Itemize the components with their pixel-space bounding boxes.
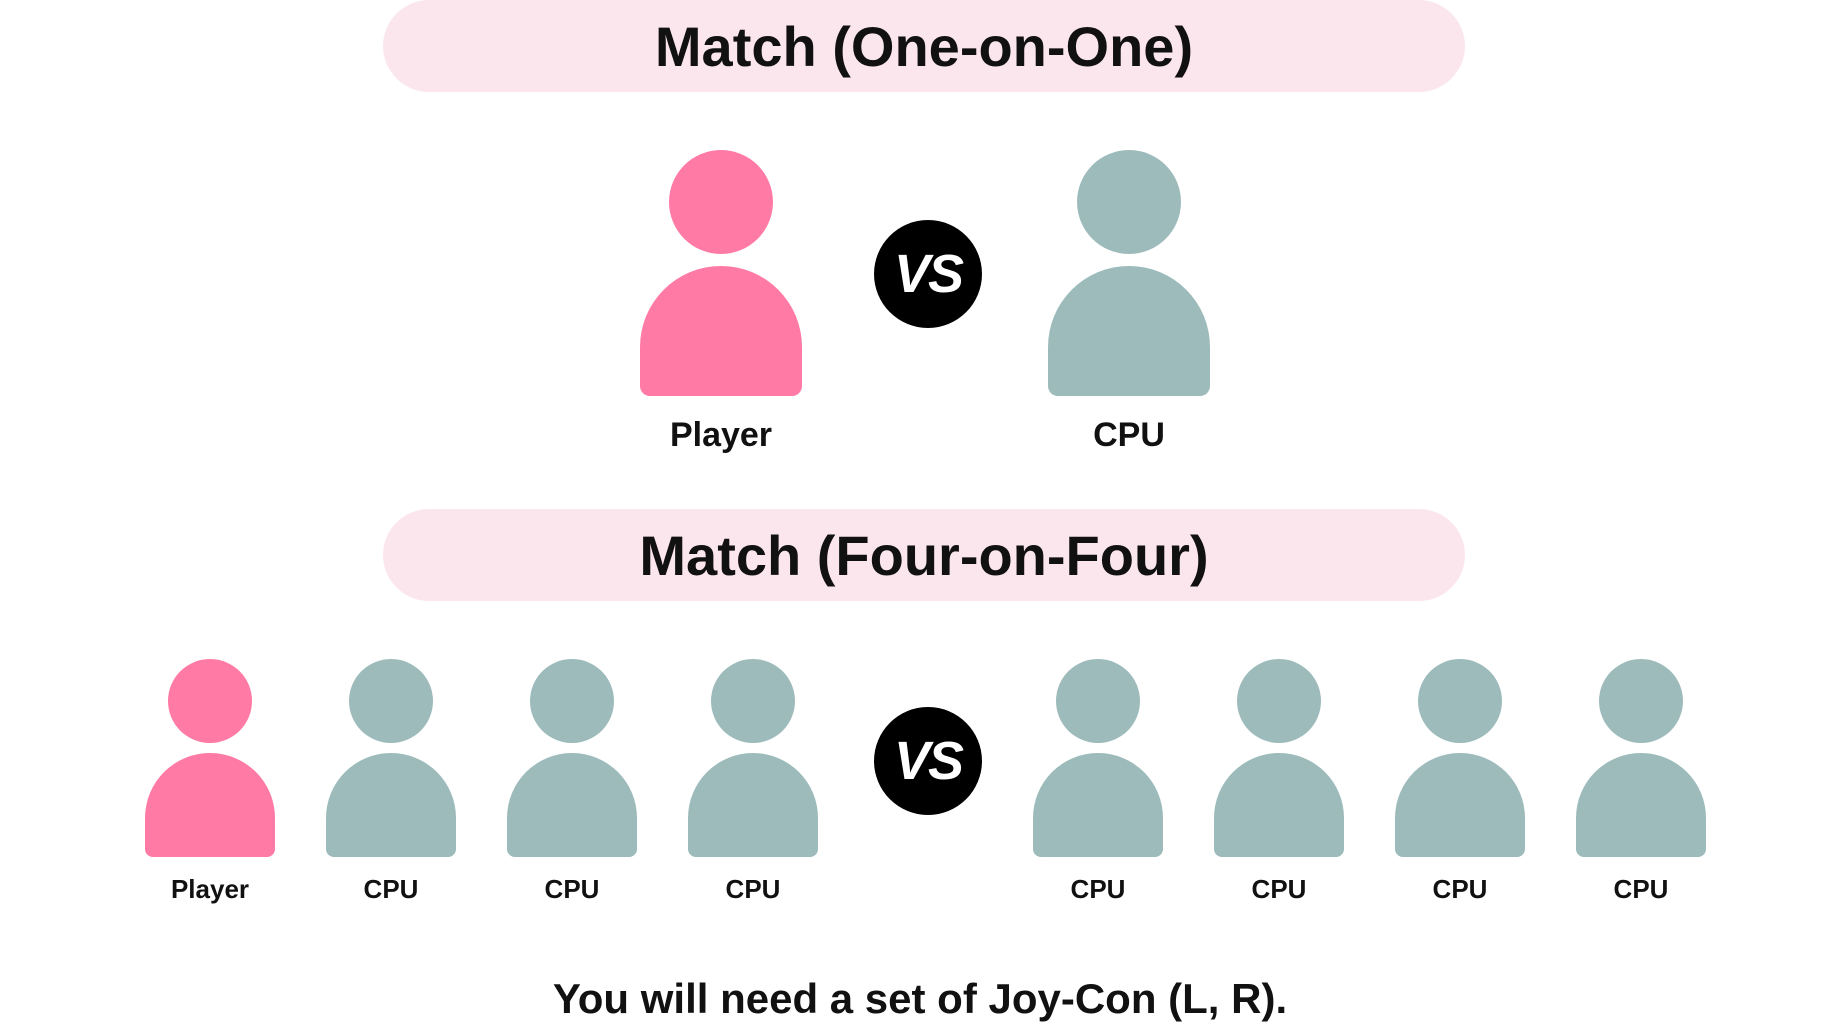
four-on-four-title-banner: Match (Four-on-Four) bbox=[383, 509, 1465, 601]
player-icon bbox=[640, 150, 802, 396]
figure-head bbox=[1418, 659, 1502, 743]
team-right-label-3: CPU bbox=[1432, 874, 1488, 904]
figure-body bbox=[1214, 753, 1344, 857]
figure-head bbox=[1237, 659, 1321, 743]
team-left-cpu-icon bbox=[507, 659, 637, 857]
figure-head bbox=[1599, 659, 1683, 743]
one-on-one-title: Match (One-on-One) bbox=[654, 14, 1194, 78]
team-right-cpu-icon bbox=[1033, 659, 1163, 857]
team-right-label-1: CPU bbox=[1070, 874, 1126, 904]
figure-head bbox=[1056, 659, 1140, 743]
figure-body bbox=[688, 753, 818, 857]
team-right-cpu-icon bbox=[1214, 659, 1344, 857]
team-left-label-1: Player bbox=[170, 874, 250, 904]
figure-head bbox=[168, 659, 252, 743]
one-on-one-title-banner: Match (One-on-One) bbox=[383, 0, 1465, 92]
figure-head bbox=[349, 659, 433, 743]
four-on-four-title: Match (Four-on-Four) bbox=[639, 523, 1209, 587]
figure-body bbox=[1033, 753, 1163, 857]
figure-body bbox=[1576, 753, 1706, 857]
team-left-label-3: CPU bbox=[544, 874, 600, 904]
figure-head bbox=[530, 659, 614, 743]
vs-badge-top: VS bbox=[874, 220, 982, 328]
player-label: Player bbox=[669, 416, 773, 454]
figure-body bbox=[145, 753, 275, 857]
joy-con-requirement-note: You will need a set of Joy-Con (L, R). bbox=[552, 975, 1288, 1022]
team-left-player-icon bbox=[145, 659, 275, 857]
cpu-body bbox=[1048, 266, 1210, 396]
cpu-head bbox=[1077, 150, 1181, 254]
team-left-label-2: CPU bbox=[363, 874, 419, 904]
team-right-label-4: CPU bbox=[1613, 874, 1669, 904]
player-body bbox=[640, 266, 802, 396]
figure-head bbox=[711, 659, 795, 743]
cpu-icon bbox=[1048, 150, 1210, 396]
figure-body bbox=[1395, 753, 1525, 857]
cpu-label: CPU bbox=[1093, 416, 1165, 454]
figure-body bbox=[507, 753, 637, 857]
team-right-cpu-icon bbox=[1576, 659, 1706, 857]
team-right-cpu-icon bbox=[1395, 659, 1525, 857]
team-left-cpu-icon bbox=[688, 659, 818, 857]
figure-body bbox=[326, 753, 456, 857]
player-head bbox=[669, 150, 773, 254]
team-right-label-2: CPU bbox=[1251, 874, 1307, 904]
vs-badge-bottom: VS bbox=[874, 707, 982, 815]
team-left-cpu-icon bbox=[326, 659, 456, 857]
team-left-label-4: CPU bbox=[725, 874, 781, 904]
